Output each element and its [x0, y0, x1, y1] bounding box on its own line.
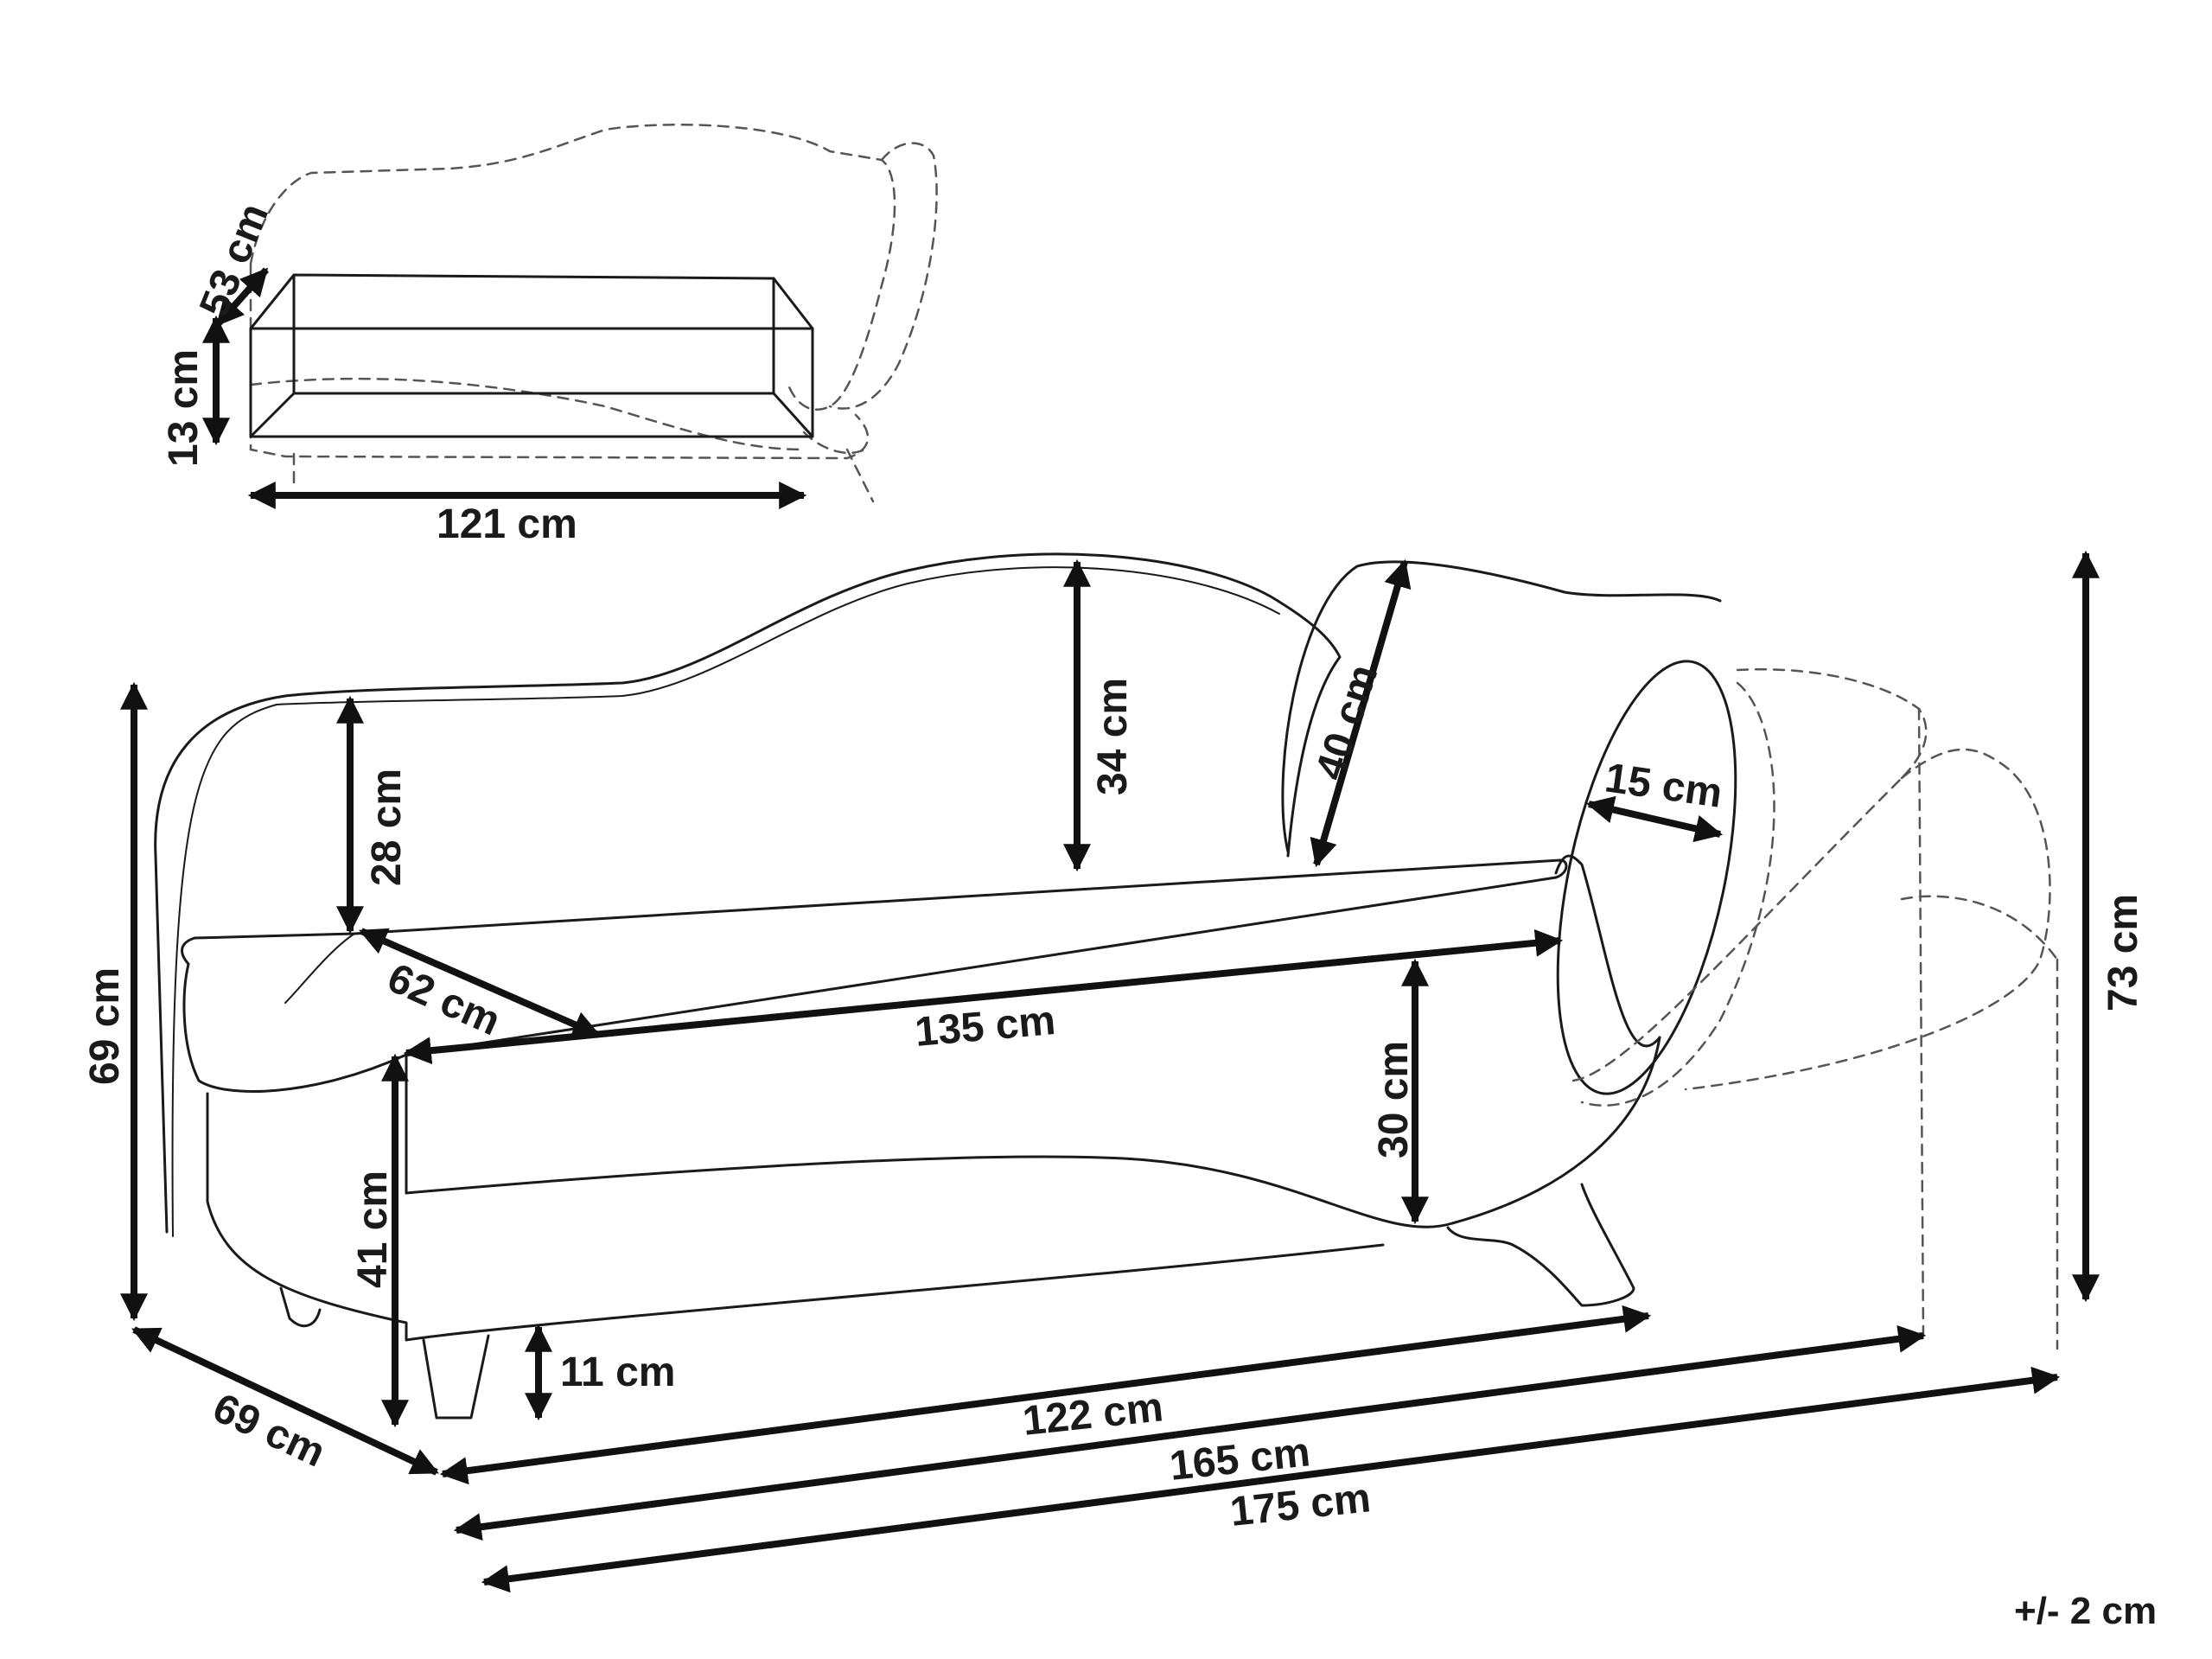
dim-box-depth [215, 267, 269, 327]
label-box-depth: 53 cm [191, 197, 277, 323]
reclined-headrest-ghost [1571, 668, 1928, 1107]
seat-cushion [181, 858, 1568, 1195]
dim-depth [131, 1326, 439, 1476]
label-leg-height: 11 cm [560, 1350, 675, 1395]
headrest-arm [1554, 854, 1661, 1048]
dimension-lines [120, 550, 2100, 1593]
backrest [154, 552, 1342, 1234]
storage-box-top [249, 273, 814, 330]
label-box-height: 13 cm [161, 349, 207, 467]
storage-inset: 53 cm 13 cm 121 cm [161, 123, 938, 547]
dim-length-no-cushion [453, 1324, 1927, 1541]
label-seat-length: 135 cm [913, 998, 1057, 1056]
inset-sofa-ghost [249, 123, 938, 503]
neck-roll-pillow-end [1556, 660, 1737, 1095]
storage-box-inner [292, 273, 775, 395]
dim-cushion-width [1585, 795, 1724, 843]
chaise-base [206, 1036, 1661, 1342]
label-height-with-cushion: 73 cm [2100, 894, 2146, 1011]
label-seat-height: 41 cm [350, 1171, 396, 1288]
label-headrest-height: 30 cm [1371, 1041, 1417, 1158]
label-cushion-width: 15 cm [1602, 755, 1724, 816]
label-backrest: 28 cm [364, 769, 410, 886]
leg-front-left [422, 1334, 490, 1420]
leg-back-right [1446, 1183, 1635, 1307]
label-overall-height: 69 cm [82, 967, 128, 1085]
dim-cushion-diameter [1310, 558, 1412, 868]
label-back-above-seat: 34 cm [1090, 678, 1136, 795]
inset-sofa-curve [249, 377, 806, 451]
leg-back-left [279, 1286, 322, 1328]
label-cushion-diameter: 40 cm [1307, 660, 1386, 786]
label-depth: 69 cm [206, 1385, 332, 1477]
storage-box-front [249, 327, 814, 438]
label-box-width: 121 cm [437, 501, 577, 547]
dim-overall-length [481, 1366, 2061, 1593]
label-tolerance: +/- 2 cm [2014, 1590, 2157, 1632]
dim-seat-length [403, 928, 1564, 1065]
